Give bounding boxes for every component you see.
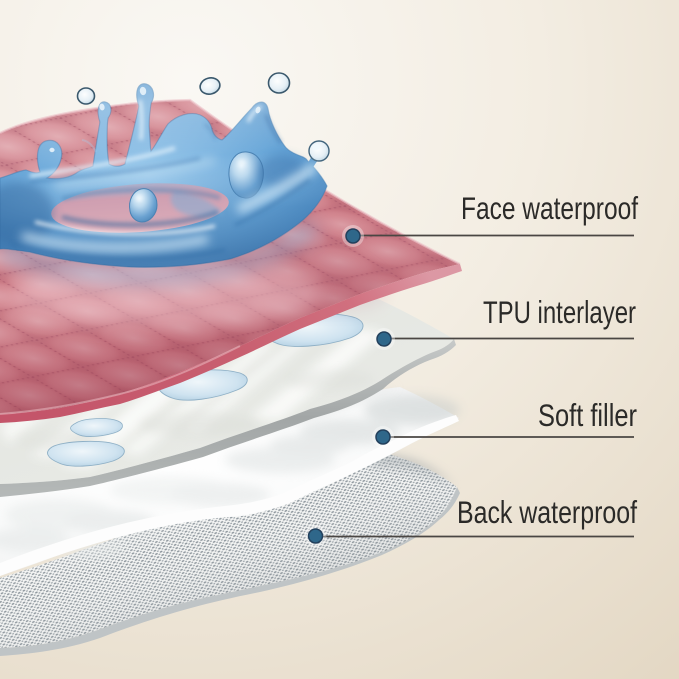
svg-text:TPU interlayer: TPU interlayer bbox=[483, 294, 636, 330]
svg-text:Soft filler: Soft filler bbox=[538, 397, 637, 433]
svg-text:Back waterproof: Back waterproof bbox=[457, 494, 637, 530]
svg-text:Face waterproof: Face waterproof bbox=[461, 190, 638, 226]
